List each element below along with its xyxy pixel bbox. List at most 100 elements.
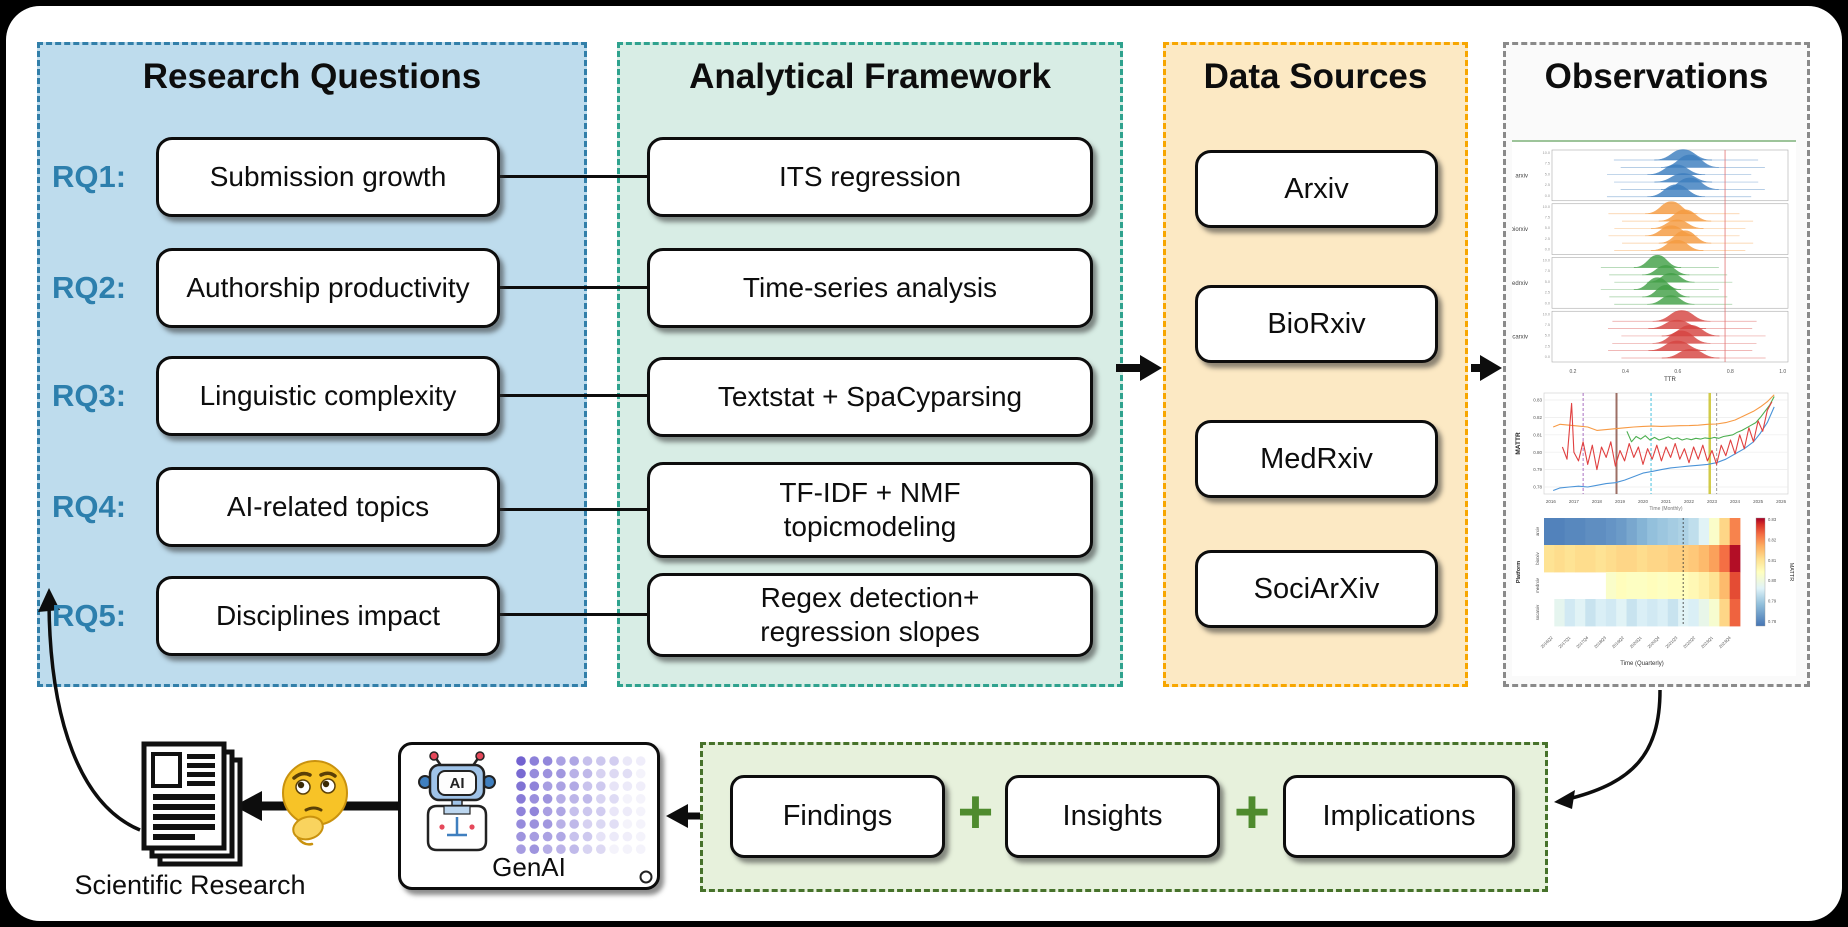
svg-text:2.5: 2.5: [1545, 344, 1550, 348]
svg-text:medrxiv: medrxiv: [1512, 281, 1528, 287]
genai-box: AI GenAI: [398, 742, 660, 890]
rq5-label: RQ5:: [52, 598, 127, 633]
svg-text:5.0: 5.0: [1545, 226, 1550, 230]
svg-text:0.80: 0.80: [1768, 578, 1777, 583]
svg-text:10.0: 10.0: [1543, 151, 1550, 155]
af-textstat-node: Textstat + SpaCyparsing: [647, 357, 1093, 437]
svg-text:0.2: 0.2: [1570, 369, 1577, 375]
ai-dots-grid-icon: [516, 756, 646, 854]
svg-text:0.79: 0.79: [1533, 467, 1542, 472]
rq3-label: RQ3:: [52, 378, 127, 413]
svg-text:2023Q1: 2023Q1: [1700, 635, 1715, 650]
svg-text:2019Q2: 2019Q2: [1611, 635, 1626, 650]
svg-text:2019: 2019: [1615, 499, 1626, 504]
svg-text:0.8: 0.8: [1727, 369, 1734, 375]
svg-text:10.0: 10.0: [1543, 259, 1550, 263]
svg-text:0.0: 0.0: [1545, 194, 1550, 198]
svg-text:2020Q4: 2020Q4: [1646, 635, 1661, 650]
svg-text:10.0: 10.0: [1543, 312, 1550, 316]
svg-text:MATTR: MATTR: [1515, 432, 1522, 455]
robot-screen-text: AI: [450, 775, 465, 792]
rq4-node: AI-related topics: [156, 467, 500, 547]
svg-text:2025: 2025: [1753, 499, 1764, 504]
thinking-emoji-icon: [282, 760, 348, 846]
rq2-node: Authorship productivity: [156, 248, 500, 328]
af-tfidf-nmf-node: TF-IDF + NMF topicmodeling: [647, 462, 1093, 558]
svg-text:0.4: 0.4: [1622, 369, 1629, 375]
observations-title: Observations: [1544, 57, 1769, 96]
rq3-node: Linguistic complexity: [156, 356, 500, 436]
svg-text:2023Q4: 2023Q4: [1718, 635, 1733, 650]
svg-text:0.82: 0.82: [1768, 537, 1777, 542]
svg-text:7.5: 7.5: [1545, 323, 1550, 327]
af-time-series-node: Time-series analysis: [647, 248, 1093, 328]
rq1-label: RQ1:: [52, 159, 127, 194]
rq5-node: Disciplines impact: [156, 576, 500, 656]
implications-node: Implications: [1283, 775, 1515, 858]
svg-text:2018Q3: 2018Q3: [1593, 635, 1608, 650]
connector-line: [500, 394, 647, 397]
research-questions-title: Research Questions: [142, 57, 482, 96]
connector-line: [500, 613, 647, 616]
rq1-node: Submission growth: [156, 137, 500, 217]
svg-text:0.0: 0.0: [1545, 301, 1550, 305]
svg-text:2.5: 2.5: [1545, 237, 1550, 241]
svg-text:2.5: 2.5: [1545, 183, 1550, 187]
svg-text:0.83: 0.83: [1768, 517, 1777, 522]
svg-text:0.0: 0.0: [1545, 355, 1550, 359]
ds-medrxiv-node: MedRxiv: [1195, 420, 1438, 498]
svg-text:0.81: 0.81: [1533, 432, 1542, 437]
svg-text:socarxiv: socarxiv: [1512, 335, 1528, 341]
svg-text:2017Q4: 2017Q4: [1575, 635, 1590, 650]
svg-text:2021: 2021: [1661, 499, 1672, 504]
svg-text:1.0: 1.0: [1779, 369, 1786, 375]
svg-text:Time (Quarterly): Time (Quarterly): [1620, 661, 1663, 667]
findings-node: Findings: [730, 775, 945, 858]
svg-text:TTR: TTR: [1664, 377, 1676, 383]
svg-text:2020Q1: 2020Q1: [1629, 635, 1644, 650]
ds-arxiv-node: Arxiv: [1195, 150, 1438, 228]
svg-text:biorxiv: biorxiv: [1535, 552, 1540, 565]
svg-text:5.0: 5.0: [1545, 280, 1550, 284]
svg-text:7.5: 7.5: [1545, 162, 1550, 166]
svg-text:2023: 2023: [1707, 499, 1718, 504]
svg-text:0.78: 0.78: [1533, 485, 1542, 490]
svg-text:2016Q2: 2016Q2: [1540, 635, 1555, 650]
data-sources-title: Data Sources: [1203, 57, 1428, 96]
svg-text:7.5: 7.5: [1545, 215, 1550, 219]
svg-text:5.0: 5.0: [1545, 172, 1550, 176]
svg-text:biorxiv: biorxiv: [1512, 227, 1528, 233]
svg-text:0.79: 0.79: [1768, 599, 1777, 604]
svg-text:2017: 2017: [1569, 499, 1580, 504]
ds-biorxiv-node: BioRxiv: [1195, 285, 1438, 363]
svg-text:medrxiv: medrxiv: [1535, 577, 1540, 593]
ridgeline-ttr-chart: arxiv 10.0 7.5 5.0 2.5 0.0 biorxiv 10.0 7.5 5.0 2.…: [1512, 149, 1789, 383]
svg-text:arxiv: arxiv: [1535, 526, 1540, 536]
ds-sociarxiv-node: SociArXiv: [1195, 550, 1438, 628]
af-regex-node: Regex detection+ regression slopes: [647, 573, 1093, 657]
connector-line: [500, 508, 647, 511]
svg-text:2022: 2022: [1684, 499, 1695, 504]
svg-text:2017Q1: 2017Q1: [1557, 635, 1572, 650]
svg-text:0.82: 0.82: [1533, 415, 1542, 420]
svg-text:5.0: 5.0: [1545, 334, 1550, 338]
svg-text:0.81: 0.81: [1768, 558, 1777, 563]
svg-text:arxiv: arxiv: [1515, 173, 1528, 179]
svg-text:Platform: Platform: [1516, 561, 1522, 583]
svg-text:socarxiv: socarxiv: [1535, 604, 1540, 620]
plus-icon: +: [957, 778, 994, 847]
insights-node: Insights: [1005, 775, 1220, 858]
corner-doodle-icon: [639, 870, 653, 884]
svg-text:10.0: 10.0: [1543, 205, 1550, 209]
scientific-research-label: Scientific Research: [74, 870, 306, 900]
connector-line: [500, 175, 647, 178]
observations-figures-card: arxiv 10.0 7.5 5.0 2.5 0.0 biorxiv 10.0 7.5 5.0 2.…: [1512, 140, 1796, 676]
svg-text:2020: 2020: [1638, 499, 1649, 504]
svg-text:2016: 2016: [1546, 499, 1557, 504]
analytical-framework-title: Analytical Framework: [689, 57, 1051, 96]
svg-text:2022Q2: 2022Q2: [1682, 635, 1697, 650]
connector-line: [500, 286, 647, 289]
svg-text:0.80: 0.80: [1533, 450, 1542, 455]
